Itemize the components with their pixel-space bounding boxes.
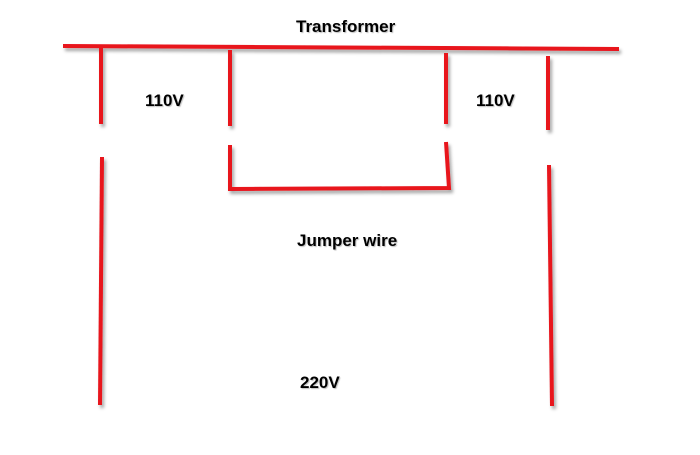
left-output-lead — [98, 156, 104, 406]
right-winding-voltage-label: 110V — [476, 91, 515, 110]
jumper-wire — [228, 141, 452, 192]
transformer-bar — [62, 44, 620, 51]
transformer-label: Transformer — [296, 17, 396, 36]
left-winding-voltage-label: 110V — [145, 91, 184, 110]
right-output-lead — [547, 164, 554, 407]
total-voltage-label: 220V — [300, 373, 340, 392]
jumper-wire-label: Jumper wire — [297, 231, 398, 250]
